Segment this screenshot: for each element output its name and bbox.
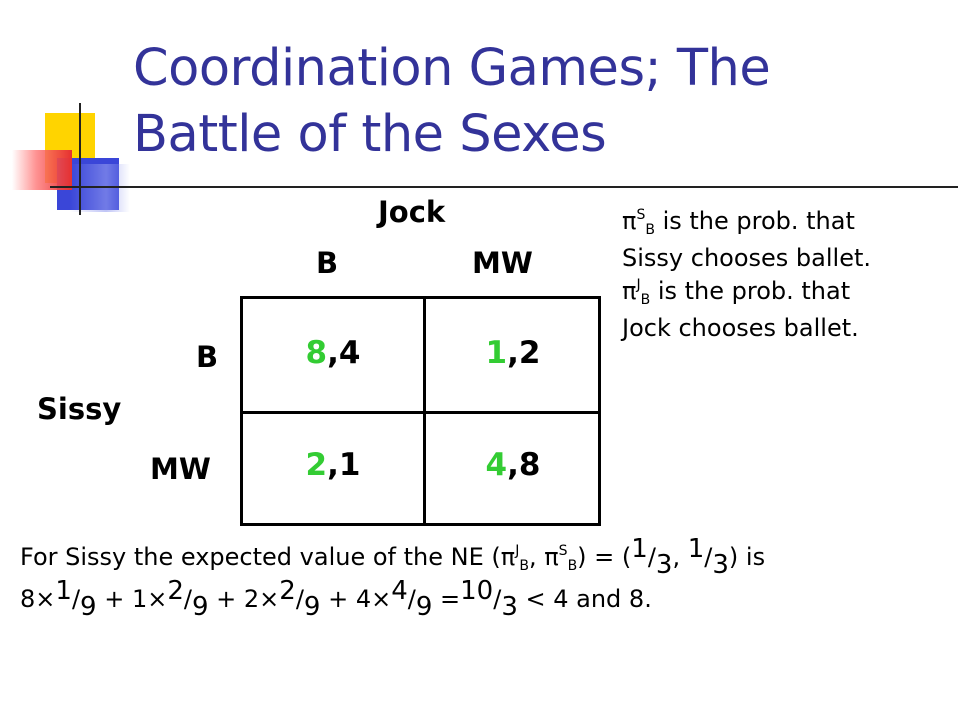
formula-text: 8× — [20, 585, 56, 613]
note-line-4: Jock chooses ballet. — [622, 314, 859, 342]
title-line-2: Battle of the Sexes — [133, 105, 607, 164]
fraction-slash: / — [295, 585, 304, 613]
fraction-denominator: 9 — [303, 592, 321, 622]
probability-note: πSB is the prob. that Sissy chooses ball… — [622, 205, 952, 345]
note-line-3: πJB is the prob. that — [622, 275, 952, 312]
fraction-numerator: 2 — [167, 576, 184, 606]
formula-text: ) is — [728, 543, 766, 571]
jock-payoff: 2 — [518, 335, 541, 371]
formula-text: For Sissy the expected value of the NE ( — [20, 543, 501, 571]
note-superscript: J — [636, 277, 641, 293]
formula-line-2: 8×1/9 + 1×2/9 + 2×2/9 + 4×4/9 =10/3 < 4 … — [20, 576, 652, 622]
note-line-2: Sissy chooses ballet. — [622, 244, 871, 272]
pi-symbol: π — [544, 543, 559, 571]
column-header-b: B — [316, 246, 339, 280]
fraction-slash: / — [704, 543, 713, 571]
formula-text: , — [528, 543, 545, 571]
formula-text: , — [672, 543, 688, 571]
fraction-denominator: 9 — [80, 592, 97, 622]
formula-text: + 4× — [320, 585, 392, 613]
fraction-numerator: 2 — [279, 576, 296, 606]
column-header-mw: MW — [472, 246, 533, 280]
fraction-numerator: 1 — [687, 534, 705, 564]
payoff-separator: , — [507, 447, 519, 483]
payoff-cell-mw-b: 2,1 — [243, 447, 423, 483]
row-header-b: B — [196, 340, 219, 374]
formula-text: < 4 and 8. — [517, 585, 652, 613]
note-subscript: B — [640, 292, 651, 308]
payoff-cell-b-mw: 1,2 — [423, 335, 603, 371]
formula-text: + 2× — [208, 585, 280, 613]
pi-symbol: π — [622, 277, 637, 305]
row-player-label: Sissy — [37, 392, 122, 426]
payoff-cell-b-b: 8,4 — [243, 335, 423, 371]
formula-text: = — [432, 585, 461, 613]
fraction-denominator: 9 — [415, 592, 433, 622]
slide-title: Coordination Games; The Battle of the Se… — [133, 36, 933, 168]
fraction-slash: / — [493, 585, 502, 613]
title-underline — [50, 186, 958, 188]
jock-payoff: 1 — [338, 447, 361, 483]
matrix-horizontal-divider — [243, 411, 598, 414]
pi-symbol: π — [500, 543, 516, 571]
jock-payoff: 4 — [338, 335, 361, 371]
fraction-denominator: 3 — [655, 550, 673, 580]
formula-subscript: B — [567, 558, 578, 574]
fraction-denominator: 3 — [712, 550, 729, 580]
sissy-payoff: 2 — [305, 447, 328, 483]
formula-line-1: For Sissy the expected value of the NE (… — [20, 534, 766, 580]
jock-payoff: 8 — [518, 447, 541, 483]
sissy-payoff: 8 — [305, 335, 328, 371]
formula-superscript: J — [515, 543, 520, 559]
payoff-separator: , — [507, 335, 519, 371]
title-line-1: Coordination Games; The — [133, 39, 771, 98]
note-text: is the prob. that — [650, 277, 851, 305]
payoff-separator: , — [327, 447, 339, 483]
formula-text: ) = ( — [577, 543, 632, 571]
payoff-separator: , — [327, 335, 339, 371]
fraction-slash: / — [71, 585, 81, 613]
fraction-denominator: 3 — [501, 592, 518, 622]
column-player-label: Jock — [378, 195, 446, 229]
fraction-slash: / — [183, 585, 192, 613]
fraction-numerator: 1 — [55, 576, 72, 606]
row-header-mw: MW — [150, 452, 211, 486]
fraction-slash: / — [407, 585, 416, 613]
pi-symbol: π — [622, 207, 637, 235]
decor-red-bar — [12, 150, 72, 190]
payoff-cell-mw-mw: 4,8 — [423, 447, 603, 483]
fraction-numerator: 1 — [631, 534, 648, 564]
sissy-payoff: 4 — [485, 447, 508, 483]
note-subscript: B — [645, 222, 655, 238]
formula-subscript: B — [519, 558, 529, 574]
note-text: is the prob. that — [654, 207, 855, 235]
formula-superscript: S — [558, 543, 568, 559]
formula-text: + 1× — [96, 585, 168, 613]
fraction-numerator: 10 — [460, 576, 494, 606]
fraction-numerator: 4 — [391, 576, 408, 606]
fraction-slash: / — [647, 543, 656, 571]
payoff-matrix: 8,4 1,2 2,1 4,8 — [240, 296, 601, 526]
fraction-denominator: 9 — [191, 592, 209, 622]
sissy-payoff: 1 — [485, 335, 508, 371]
note-line-1: πSB is the prob. that — [622, 205, 952, 242]
decor-vertical-line — [79, 103, 81, 215]
note-superscript: S — [636, 207, 646, 223]
